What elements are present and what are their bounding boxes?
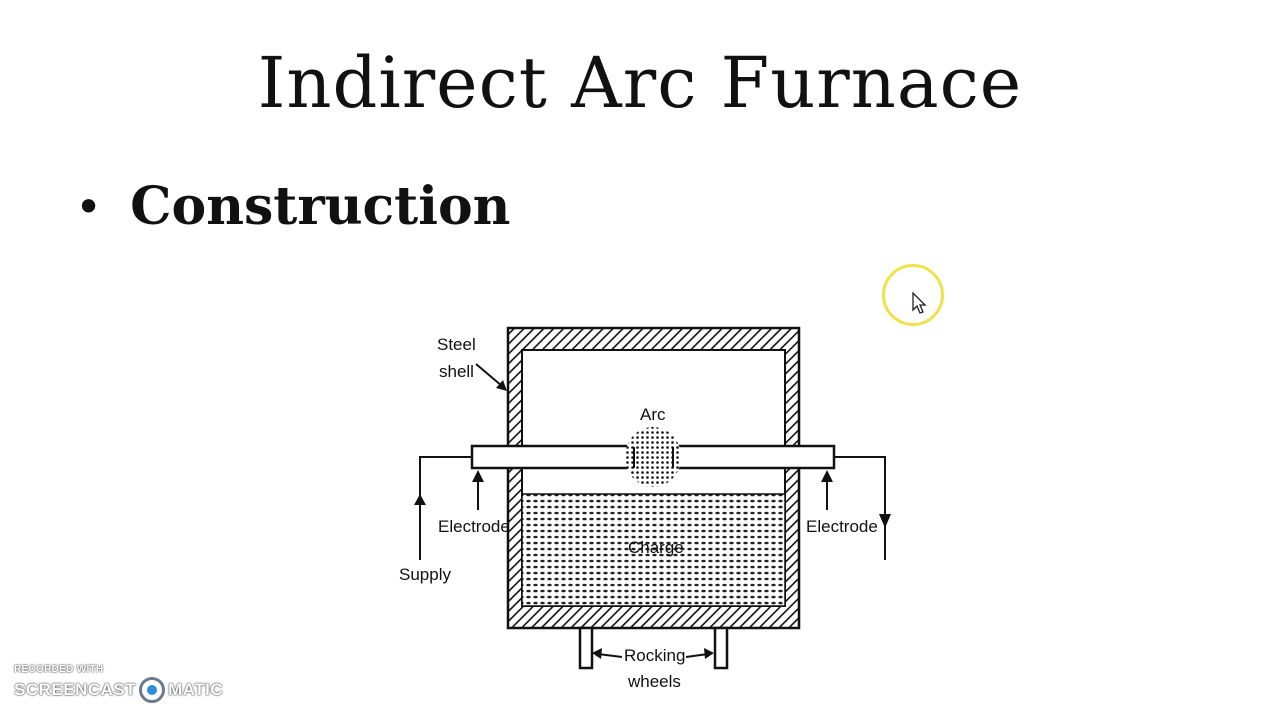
watermark-left-text: SCREENCAST <box>14 680 137 699</box>
watermark-right-text: MATIC <box>168 680 224 699</box>
steel-shell-pointer-icon <box>475 363 507 391</box>
steel-shell-label-2: shell <box>439 362 474 381</box>
rocking-wheels-label-2: wheels <box>627 672 681 691</box>
steel-shell-label-1: Steel <box>437 335 476 354</box>
slide-title: Indirect Arc Furnace <box>257 42 1023 124</box>
charge-label: Charge <box>628 538 684 557</box>
pointer-cursor-icon <box>912 292 927 314</box>
rocking-wheel-pointer-left-icon <box>592 648 623 659</box>
output-arrow-icon <box>879 514 891 528</box>
rocking-wheels-label-1: Rocking <box>624 646 685 665</box>
rocking-wheel-right <box>713 626 729 670</box>
arc-label: Arc <box>640 405 666 424</box>
bullet-dot-icon: • <box>75 179 103 234</box>
bullet-text: Construction <box>130 176 511 237</box>
left-electrode-arrow-icon <box>472 470 484 510</box>
screencast-watermark: RECORDED WITH SCREENCAST MATIC <box>14 664 223 703</box>
cursor-highlight-ring <box>882 264 944 326</box>
rocking-wheel-pointer-right-icon <box>685 648 714 659</box>
watermark-recorded-with: RECORDED WITH <box>14 664 104 675</box>
bullet-item: • Construction <box>75 176 510 237</box>
right-electrode-arrow-icon <box>821 470 833 510</box>
left-electrode-label: Electrode <box>438 517 510 536</box>
screencast-logo-icon <box>139 677 166 703</box>
supply-arrow-icon <box>414 494 426 520</box>
left-electrode <box>470 444 634 470</box>
arc-glow <box>625 427 681 487</box>
rocking-wheel-left <box>578 626 594 670</box>
charge-region <box>521 493 786 607</box>
right-electrode <box>674 444 836 470</box>
right-electrode-label: Electrode <box>806 517 878 536</box>
supply-label: Supply <box>399 565 451 584</box>
